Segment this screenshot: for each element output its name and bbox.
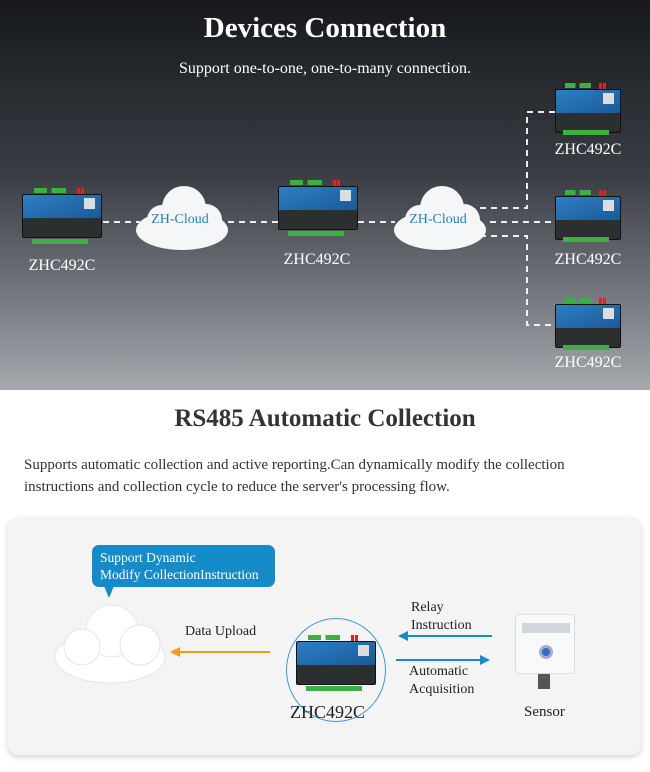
sensor-label-plate [522, 623, 570, 633]
cloud-icon [394, 186, 486, 250]
device-image [555, 190, 621, 242]
bubble-tail [104, 586, 114, 598]
label-line: Acquisition [409, 682, 475, 697]
cloud-icon [54, 604, 166, 684]
device-label: ZHC492C [283, 251, 351, 268]
sensor-button [539, 645, 553, 659]
data-upload-label: Data Upload [185, 624, 257, 639]
label-line: Instruction [411, 618, 472, 633]
bubble-line: Support Dynamic [100, 550, 196, 565]
devices-connection-banner: Devices Connection Support one-to-one, o… [0, 0, 650, 390]
cloud-label: ZH-Cloud [151, 212, 209, 227]
device-label: ZHC492C [554, 141, 622, 158]
device-label: ZHC492C [28, 257, 96, 274]
section-title: RS485 Automatic Collection [174, 405, 476, 432]
section-title: Devices Connection [203, 12, 447, 44]
section-subtitle: Support one-to-one, one-to-many connecti… [179, 60, 471, 77]
device-image [278, 180, 358, 236]
device-image [296, 635, 376, 691]
device-image [22, 188, 102, 244]
cloud-label: ZH-Cloud [409, 212, 467, 227]
bubble-line: Modify CollectionInstruction [100, 567, 259, 582]
left-arrow-icon [398, 631, 492, 641]
cloud-icon [136, 186, 228, 250]
right-arrow-icon [396, 655, 490, 665]
sensor-label: Sensor [524, 704, 565, 720]
connection-lines [0, 0, 650, 390]
left-arrow-icon [170, 647, 270, 657]
device-label: ZHC492C [554, 251, 622, 268]
label-line: Automatic [409, 664, 469, 679]
device-label: ZHC492C [290, 702, 366, 722]
label-line: Relay [411, 600, 444, 615]
sensor-probe [538, 674, 550, 689]
device-label: ZHC492C [554, 354, 622, 371]
section-description: Supports automatic collection and active… [24, 457, 565, 495]
device-image [555, 298, 621, 350]
sensor-image [515, 614, 575, 674]
device-image [555, 83, 621, 135]
device-circle [286, 618, 386, 722]
